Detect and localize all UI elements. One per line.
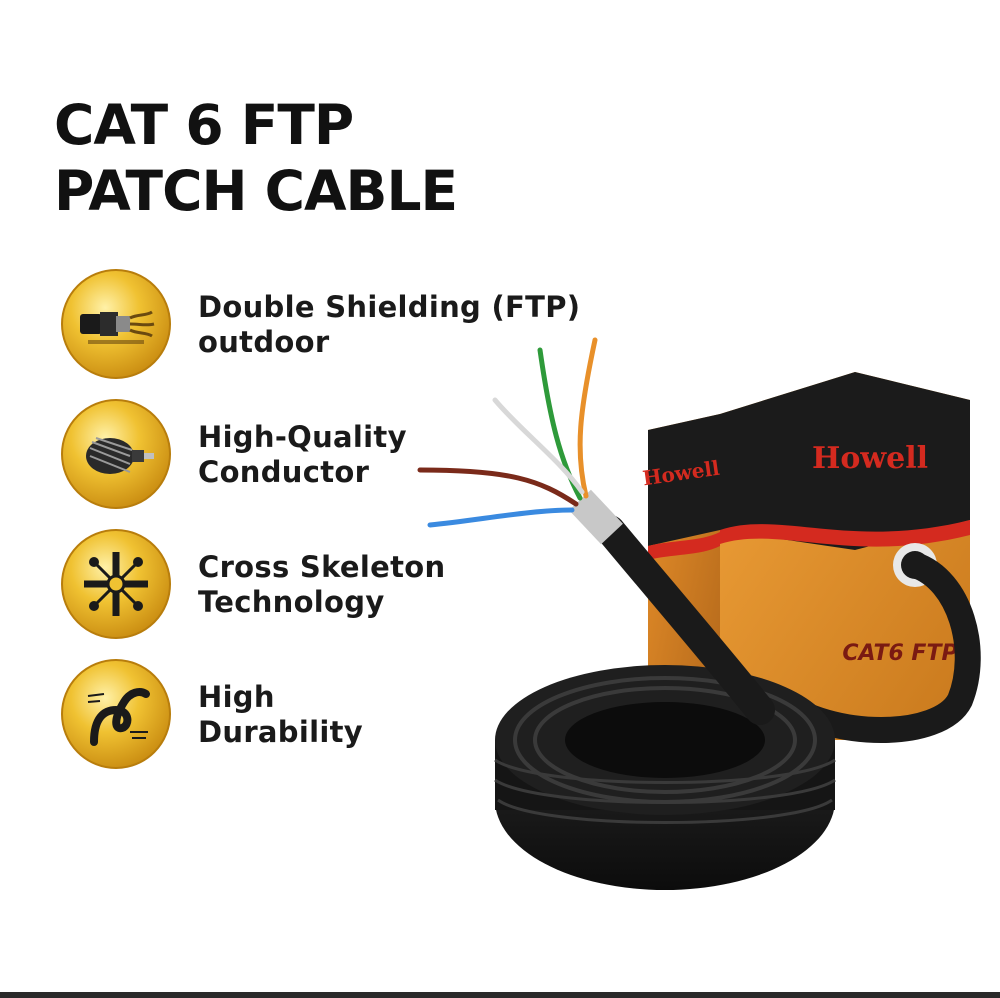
feature-line-2: Technology (198, 585, 385, 619)
feature-line-2: outdoor (198, 325, 330, 359)
feature-item-cross-skeleton: Cross Skeleton Technology (60, 528, 580, 640)
feature-text: High Durability (198, 680, 363, 750)
cable-box: Howell Howell CAT6 FTP (641, 372, 970, 756)
foil-shield (569, 489, 623, 545)
feature-item-conductor: High-Quality Conductor (60, 398, 580, 510)
shielded-cable-icon (61, 269, 171, 379)
feature-line-1: High-Quality (198, 420, 407, 454)
feature-line-1: High (198, 680, 275, 714)
feature-text: Cross Skeleton Technology (198, 550, 445, 620)
product-illustration: Howell Howell CAT6 FTP (417, 337, 981, 890)
brand-logo: Howell (812, 441, 928, 476)
conductor-icon (61, 399, 171, 509)
cross-skeleton-icon (61, 529, 171, 639)
title-line-1: CAT 6 FTP (54, 93, 354, 157)
feature-line-2: Durability (198, 715, 363, 749)
title-line-2: PATCH CABLE (54, 159, 458, 223)
feature-text: Double Shielding (FTP) outdoor (198, 290, 580, 360)
cable-jacket (595, 515, 775, 725)
feature-line-1: Cross Skeleton (198, 550, 446, 584)
feature-item-shielding: Double Shielding (FTP) outdoor (60, 268, 580, 380)
page-title: CAT 6 FTP PATCH CABLE (54, 92, 458, 224)
feature-text: High-Quality Conductor (198, 420, 407, 490)
bottom-edge (0, 992, 1000, 998)
feature-line-2: Conductor (198, 455, 370, 489)
wire-pairs (417, 337, 598, 528)
feature-item-durability: High Durability (60, 658, 580, 770)
feature-line-1: Double Shielding (FTP) (198, 290, 581, 324)
cable-strand (767, 552, 981, 743)
cable-coil (494, 665, 836, 890)
durability-icon (61, 659, 171, 769)
box-label: CAT6 FTP (842, 641, 957, 666)
